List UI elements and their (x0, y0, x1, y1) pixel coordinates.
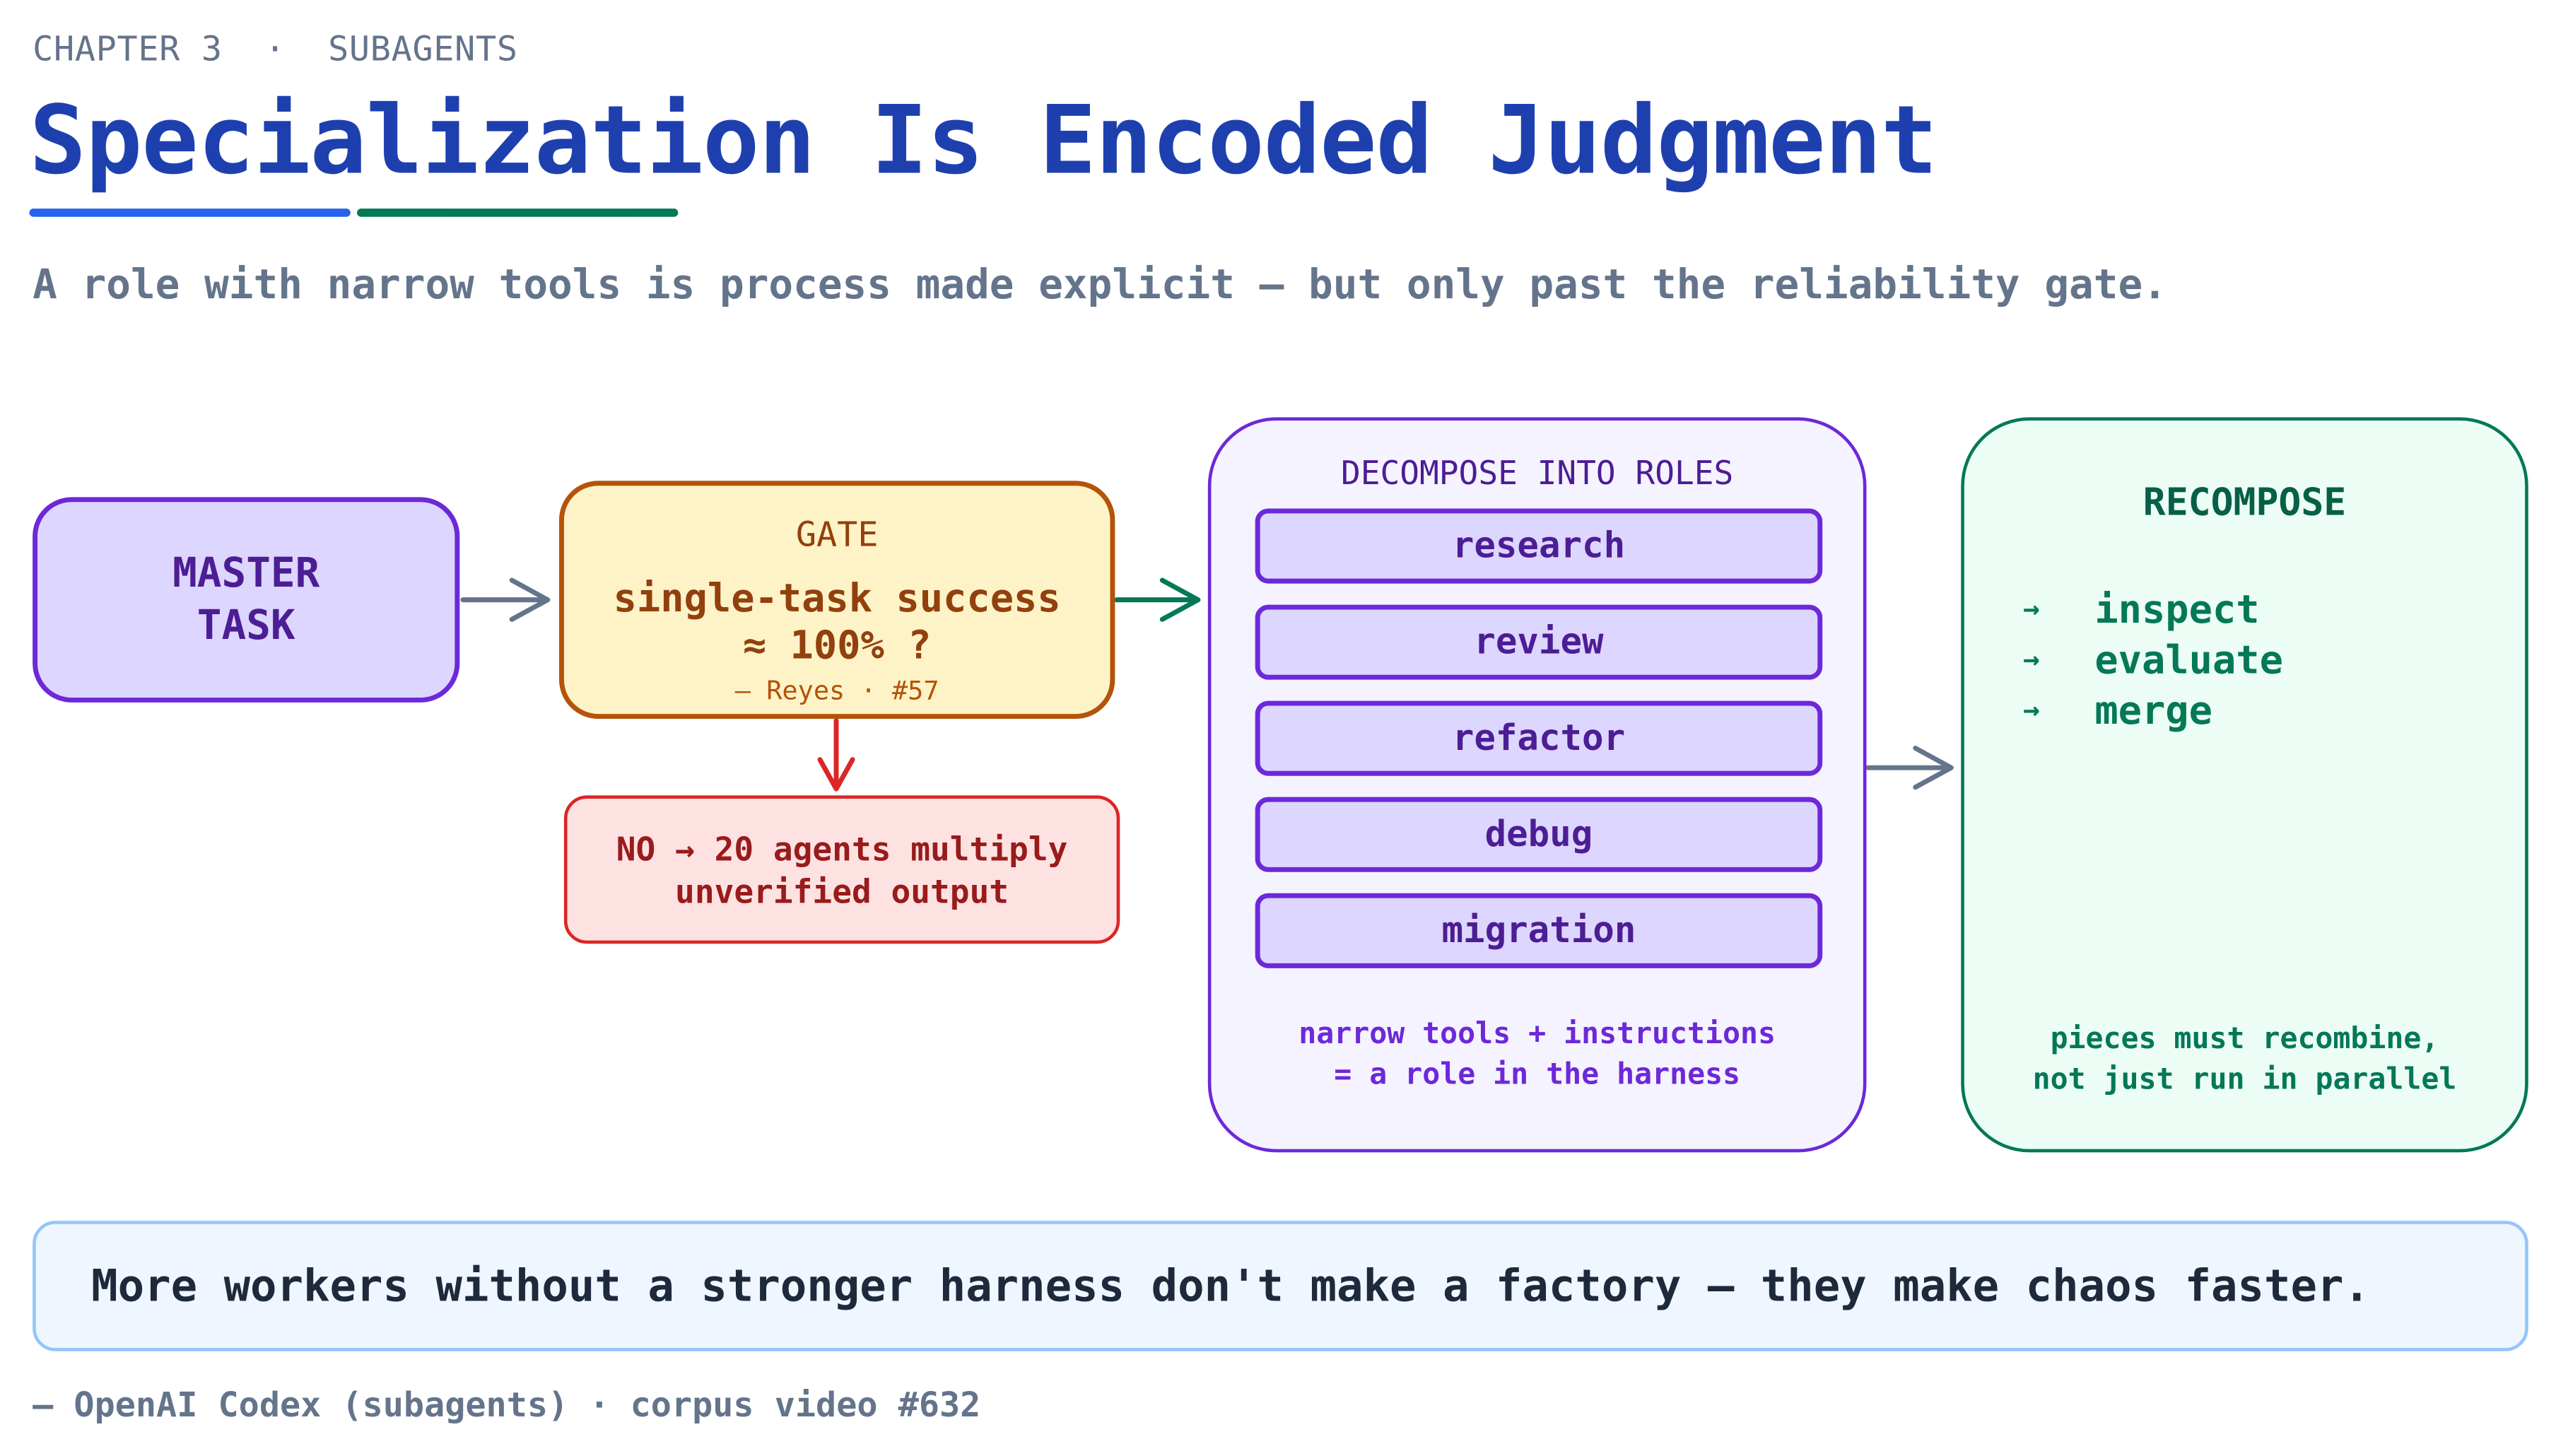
recompose-step-label: evaluate (2094, 636, 2283, 683)
recompose-note-line1: pieces must recombine, (2050, 1021, 2439, 1057)
recompose-note: pieces must recombine, not just run in p… (1964, 1018, 2525, 1100)
recompose-step-label: merge (2094, 687, 2212, 733)
master-task-line2: TASK (197, 601, 295, 649)
role-debug: debug (1255, 797, 1823, 872)
decompose-title: DECOMPOSE INTO ROLES (1340, 453, 1734, 493)
takeaway-quote-text: More workers without a stronger harness … (91, 1260, 2370, 1312)
recompose-step: → merge (2023, 685, 2283, 735)
recompose-steps: → inspect → evaluate → merge (2023, 584, 2283, 735)
role-migration: migration (1255, 893, 1823, 968)
recompose-step-label: inspect (2094, 586, 2260, 632)
master-task-node: MASTER TASK (33, 497, 460, 703)
decompose-note-line2: = a role in the harness (1334, 1057, 1741, 1093)
master-task-line1: MASTER (172, 549, 320, 597)
gate-node: GATE single-task success ≈ 100% ? — Reye… (558, 481, 1115, 719)
page-title: Specialization Is Encoded Judgment (29, 84, 1938, 196)
decompose-note-line1: narrow tools + instructions (1298, 1017, 1776, 1052)
title-underline-green (357, 209, 679, 217)
no-branch-line2: unverified output (675, 871, 1009, 910)
arrow-gate-to-no (817, 717, 855, 792)
no-branch-node: NO → 20 agents multiply unverified outpu… (563, 795, 1120, 944)
arrow-decompose-to-recompose (1865, 746, 1954, 790)
title-underline-blue (29, 209, 351, 217)
gate-question-line2: ≈ 100% ? (742, 622, 932, 669)
role-review: review (1255, 604, 1823, 680)
section-label: SUBAGENTS (328, 29, 518, 69)
recompose-step: → evaluate (2023, 634, 2283, 684)
chapter-label: CHAPTER 3 (33, 29, 223, 69)
decompose-panel: DECOMPOSE INTO ROLES research review ref… (1207, 417, 1867, 1153)
gate-question: single-task success ≈ 100% ? (564, 575, 1110, 670)
decompose-note: narrow tools + instructions = a role in … (1211, 1014, 1863, 1095)
recompose-panel: RECOMPOSE → inspect → evaluate → merge piec… (1961, 417, 2528, 1153)
arrow-right-icon: → (2022, 592, 2040, 626)
gate-label: GATE (795, 515, 879, 555)
arrow-gate-to-decompose (1114, 577, 1201, 622)
arrow-master-to-gate (460, 577, 551, 622)
chapter-kicker: CHAPTER 3 · SUBAGENTS (33, 30, 518, 69)
recompose-title: RECOMPOSE (2142, 482, 2347, 525)
takeaway-quote: More workers without a stronger harness … (33, 1221, 2528, 1351)
recompose-step: → inspect (2023, 584, 2283, 634)
kicker-separator: · (264, 29, 286, 69)
arrow-right-icon: → (2022, 693, 2040, 727)
recompose-note-line2: not just run in parallel (2032, 1062, 2457, 1098)
gate-question-line1: single-task success (613, 575, 1061, 621)
role-refactor: refactor (1255, 700, 1823, 776)
no-branch-line1: NO → 20 agents multiply (616, 828, 1068, 868)
arrow-right-icon: → (2022, 642, 2040, 676)
role-research: research (1255, 508, 1823, 584)
source-citation: — OpenAI Codex (subagents) · corpus vide… (33, 1385, 981, 1425)
gate-citation: — Reyes · #57 (734, 674, 939, 706)
page-subtitle: A role with narrow tools is process made… (33, 260, 2167, 308)
